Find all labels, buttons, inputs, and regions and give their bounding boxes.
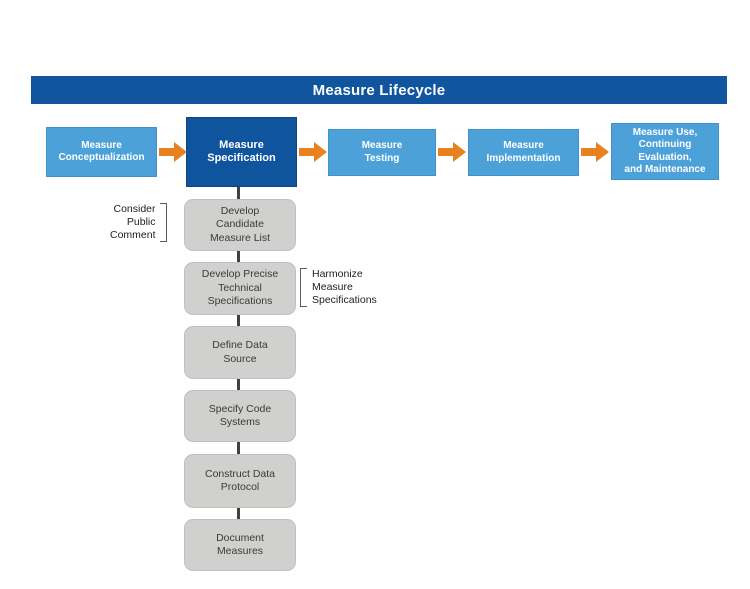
specification-step-construct-data-protocol[interactable]: Construct Data Protocol <box>184 454 296 508</box>
annotation-consider-public-comment: Consider Public Comment <box>110 203 167 242</box>
annotation-label: Harmonize Measure Specifications <box>312 268 377 306</box>
connector-line <box>237 251 240 263</box>
connector-line <box>237 379 240 391</box>
annotation-harmonize-measure-specifications: Harmonize Measure Specifications <box>300 268 377 307</box>
bracket-close-icon <box>159 203 167 242</box>
stage-label: Measure Conceptualization <box>58 139 145 164</box>
specification-step-specify-code-systems[interactable]: Specify Code Systems <box>184 390 296 442</box>
step-label: Define Data Source <box>212 339 268 365</box>
connector-line <box>237 508 240 520</box>
stage-label: Measure Implementation <box>486 140 561 164</box>
arrow-right-icon <box>299 142 327 162</box>
lifecycle-stage-measure-testing[interactable]: Measure Testing <box>328 129 436 176</box>
specification-step-define-data-source[interactable]: Define Data Source <box>184 326 296 379</box>
annotation-label: Consider Public Comment <box>110 203 156 241</box>
lifecycle-stage-measure-implementation[interactable]: Measure Implementation <box>468 129 579 176</box>
step-label: Document Measures <box>216 531 264 558</box>
step-label: Develop Candidate Measure List <box>209 204 271 244</box>
stage-label: Measure Use, Continuing Evaluation, and … <box>624 126 706 176</box>
connector-line <box>237 315 240 327</box>
connector-line <box>237 442 240 455</box>
specification-step-develop-candidate-measure-list[interactable]: Develop Candidate Measure List <box>184 199 296 251</box>
lifecycle-stage-measure-use-continuing-evaluation-and-maintenance[interactable]: Measure Use, Continuing Evaluation, and … <box>611 123 719 180</box>
step-label: Construct Data Protocol <box>204 467 276 494</box>
connector-line <box>237 187 240 200</box>
specification-step-document-measures[interactable]: Document Measures <box>184 519 296 571</box>
stage-label: Measure Testing <box>361 140 403 164</box>
step-label: Specify Code Systems <box>208 402 272 429</box>
bracket-open-icon <box>300 268 307 307</box>
diagram-title-bar: Measure Lifecycle <box>31 76 727 104</box>
arrow-right-icon <box>581 142 609 162</box>
arrow-right-icon <box>438 142 466 162</box>
step-label: Develop Precise Technical Specifications <box>201 268 279 308</box>
arrow-right-icon <box>159 142 187 162</box>
page-title: Measure Lifecycle <box>312 81 446 99</box>
specification-step-develop-precise-technical-specifications[interactable]: Develop Precise Technical Specifications <box>184 262 296 315</box>
lifecycle-stage-measure-conceptualization[interactable]: Measure Conceptualization <box>46 127 157 177</box>
stage-label: Measure Specification <box>207 138 276 165</box>
lifecycle-stage-measure-specification[interactable]: Measure Specification <box>186 117 297 187</box>
